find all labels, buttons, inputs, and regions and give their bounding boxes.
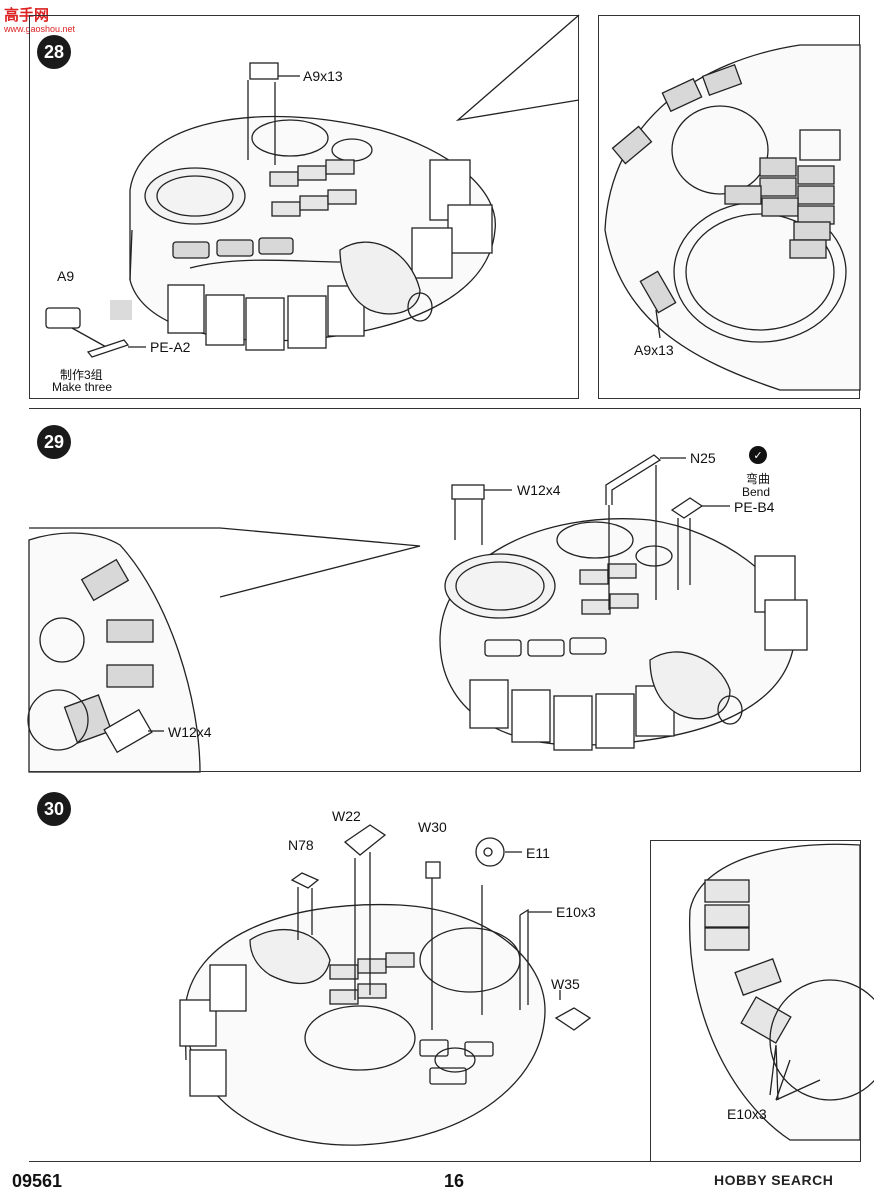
step-30-detail-panel <box>650 840 861 1162</box>
part-label-w12x4-main: W12x4 <box>517 482 561 498</box>
step-28-badge: 28 <box>37 35 71 69</box>
watermark-logo: 高手网 <box>4 7 50 24</box>
hobby-search-logo: HOBBY SEARCH <box>714 1172 834 1188</box>
page-number: 16 <box>444 1171 465 1191</box>
part-label-e10x3-main: E10x3 <box>556 904 596 920</box>
make-three-note-en: Make three <box>52 380 113 394</box>
watermark-url: www.gaoshou.net <box>4 24 76 34</box>
step-28-panel <box>29 15 579 399</box>
part-label-a9x13-main: A9x13 <box>303 68 343 84</box>
product-code: 09561 <box>12 1171 63 1191</box>
bend-note-en: Bend <box>742 485 771 499</box>
part-label-e11: E11 <box>526 845 550 861</box>
step-30-panel <box>29 772 861 1162</box>
part-label-pe-a2: PE-A2 <box>150 339 191 355</box>
part-label-pe-b4: PE-B4 <box>734 499 775 515</box>
part-label-w22: W22 <box>332 808 361 824</box>
part-label-n78: N78 <box>288 837 314 853</box>
bend-icon: ✓ <box>749 446 767 464</box>
part-label-a9x13-detail: A9x13 <box>634 342 674 358</box>
make-three-note-cn: 制作3组 <box>60 368 103 382</box>
step-29-panel <box>29 408 861 772</box>
step-30-badge: 30 <box>37 792 71 826</box>
part-label-w35: W35 <box>551 976 580 992</box>
bend-note-cn: 弯曲 <box>746 472 771 486</box>
part-label-w30: W30 <box>418 819 447 835</box>
part-label-w12x4-detail: W12x4 <box>168 724 212 740</box>
part-label-a9: A9 <box>57 268 75 284</box>
part-label-e10x3-detail: E10x3 <box>727 1106 767 1122</box>
part-label-n25: N25 <box>690 450 716 466</box>
step-29-badge: 29 <box>37 425 71 459</box>
